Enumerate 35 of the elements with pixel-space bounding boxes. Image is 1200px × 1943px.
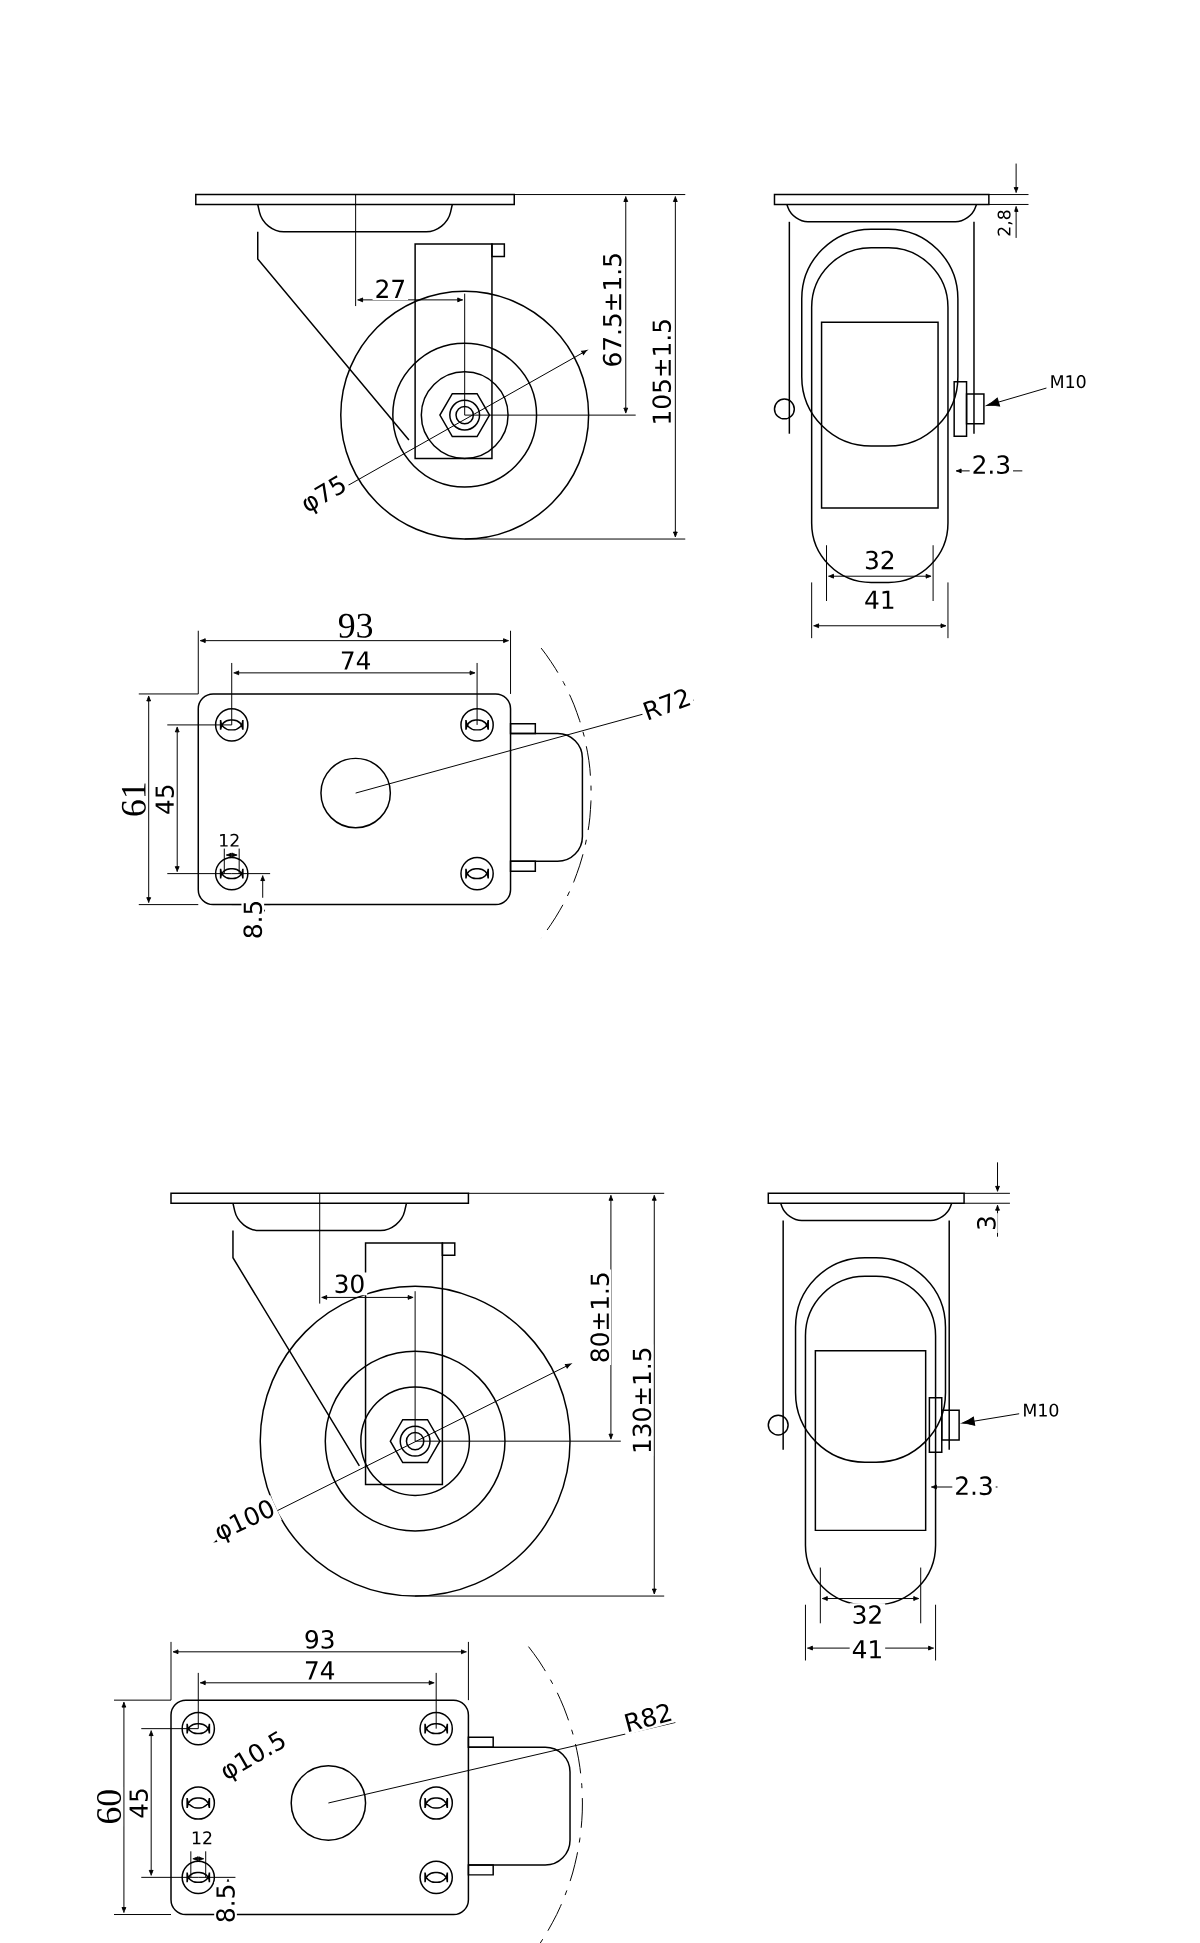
dimension-label: 74 (302, 1659, 338, 1682)
callout-label: M10 (1024, 1403, 1059, 1417)
dimension-label: 2,8 (995, 207, 1015, 239)
callout-label: M10 (1051, 375, 1086, 389)
dimension-label: φ75 (295, 470, 355, 521)
dimension-label: 60 (95, 1786, 124, 1827)
dimension-label: 93 (336, 611, 376, 640)
dimension-label: 8.5 (241, 897, 265, 942)
dimension-label: 41 (862, 588, 898, 611)
bolt-end (966, 393, 985, 425)
dimension-label: 12 (189, 1829, 216, 1847)
dimension-label: 8.5 (214, 1881, 238, 1926)
dimension-label: 12 (216, 831, 243, 849)
dimension-label: 27 (372, 277, 409, 300)
dimension-label: 3 (975, 1213, 998, 1233)
bolt-end (941, 1409, 961, 1441)
dimension-label: 93 (302, 1628, 338, 1651)
dimension-label: 130±1.5 (630, 1344, 654, 1456)
dimension-label: 105±1.5 (650, 316, 674, 428)
dimension-label: 30 (331, 1272, 368, 1296)
dimension-label: 80±1.5 (588, 1269, 612, 1366)
dimension-label: 41 (849, 1638, 886, 1661)
dimension-label: R72 (638, 684, 696, 724)
dimension-label: R82 (619, 1699, 677, 1736)
dimension-label: 32 (849, 1603, 886, 1626)
dimension-label: 45 (153, 781, 177, 817)
dimension-label: 2.3 (952, 1474, 996, 1498)
dimension-label: 61 (120, 779, 149, 820)
leader-line (961, 1413, 1020, 1426)
leader-line (986, 387, 1048, 407)
dimension-label: 2.3 (969, 453, 1014, 477)
dimension-label: 67.5±1.5 (601, 250, 624, 370)
dimension-label: 45 (127, 1785, 151, 1821)
dimension-label: 74 (338, 649, 374, 672)
dimension-label: 32 (862, 548, 898, 572)
